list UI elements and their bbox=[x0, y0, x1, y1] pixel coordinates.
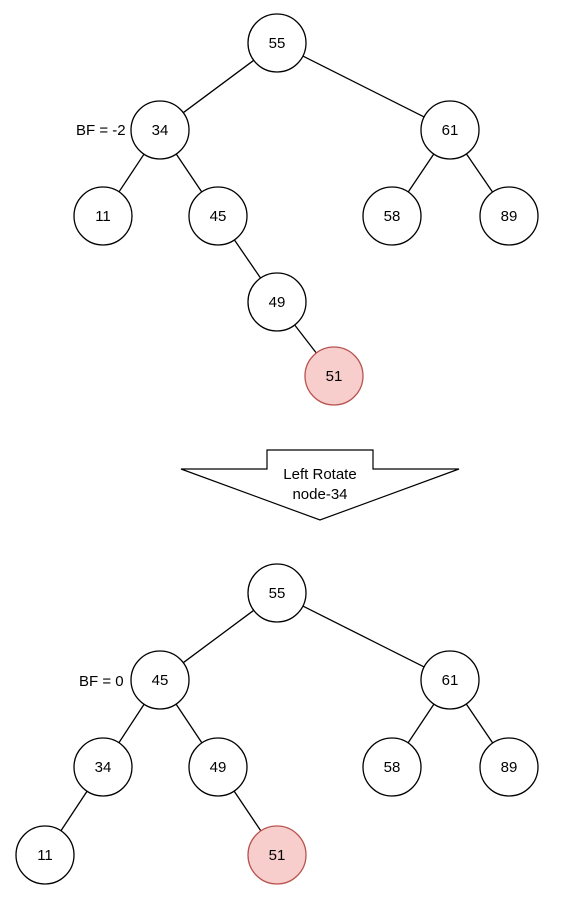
tree-before-rotation: 55 34 61 11 45 58 89 49 51 BF = -2 bbox=[73, 13, 539, 406]
node-circle bbox=[188, 737, 248, 797]
node-value: 61 bbox=[442, 672, 459, 689]
node-circle bbox=[73, 186, 133, 246]
edge-45-34 bbox=[118, 703, 145, 744]
tree-node-34: 34 bbox=[73, 737, 133, 797]
node-value: 49 bbox=[269, 294, 286, 311]
edge-55-61 bbox=[302, 55, 425, 118]
edge-55-34 bbox=[182, 59, 255, 114]
edge-34-11 bbox=[60, 790, 88, 832]
rotate-arrow-shape bbox=[180, 449, 460, 521]
balance-factor-label: BF = 0 bbox=[79, 673, 124, 690]
edge-55-61 bbox=[302, 605, 425, 668]
node-value: 34 bbox=[95, 759, 112, 776]
node-value: 61 bbox=[442, 122, 459, 139]
node-value: 34 bbox=[152, 122, 169, 139]
node-circle bbox=[304, 346, 364, 406]
tree-node-34: 34 bbox=[130, 100, 190, 160]
edge-55-45 bbox=[182, 609, 255, 664]
edge-49-51 bbox=[294, 324, 317, 354]
node-circle bbox=[479, 737, 539, 797]
tree-node-89: 89 bbox=[479, 186, 539, 246]
edge-61-89 bbox=[465, 703, 494, 744]
tree-node-45: 45 bbox=[130, 650, 190, 710]
edge-45-49 bbox=[175, 703, 203, 744]
node-circle bbox=[247, 13, 307, 73]
node-circle bbox=[420, 100, 480, 160]
edge-34-45 bbox=[175, 153, 203, 193]
node-circle bbox=[188, 186, 248, 246]
rotate-arrow-label-line1: Left Rotate bbox=[283, 466, 356, 483]
tree-node-51: 51 bbox=[247, 825, 307, 885]
tree-node-61: 61 bbox=[420, 100, 480, 160]
tree-edges bbox=[118, 55, 494, 354]
node-circle bbox=[247, 563, 307, 623]
tree-node-51: 51 bbox=[304, 346, 364, 406]
node-circle bbox=[362, 737, 422, 797]
node-circle bbox=[479, 186, 539, 246]
node-value: 11 bbox=[95, 208, 111, 225]
node-value: 58 bbox=[384, 208, 401, 225]
tree-node-11: 11 bbox=[73, 186, 133, 246]
node-value: 11 bbox=[37, 847, 53, 864]
node-value: 55 bbox=[269, 585, 286, 602]
edge-61-58 bbox=[407, 703, 435, 744]
tree-node-45: 45 bbox=[188, 186, 248, 246]
tree-node-58: 58 bbox=[362, 737, 422, 797]
node-circle bbox=[247, 825, 307, 885]
node-value: 58 bbox=[384, 759, 401, 776]
edge-45-49 bbox=[233, 239, 262, 279]
tree-node-49: 49 bbox=[247, 272, 307, 332]
tree-node-49: 49 bbox=[188, 737, 248, 797]
edge-49-51 bbox=[233, 790, 262, 832]
node-circle bbox=[420, 650, 480, 710]
node-value: 51 bbox=[269, 847, 286, 864]
tree-node-55: 55 bbox=[247, 563, 307, 623]
node-value: 45 bbox=[152, 672, 169, 689]
tree-node-55: 55 bbox=[247, 13, 307, 73]
node-circle bbox=[73, 737, 133, 797]
node-circle bbox=[130, 650, 190, 710]
node-circle bbox=[130, 100, 190, 160]
edge-61-89 bbox=[465, 153, 494, 193]
tree-node-58: 58 bbox=[362, 186, 422, 246]
node-value: 49 bbox=[210, 759, 227, 776]
node-circle bbox=[247, 272, 307, 332]
node-circle bbox=[15, 825, 75, 885]
tree-node-11: 11 bbox=[15, 825, 75, 885]
tree-edges bbox=[60, 605, 494, 832]
rotate-arrow: Left Rotate node-34 bbox=[180, 449, 460, 521]
rotate-arrow-label-line2: node-34 bbox=[292, 486, 347, 503]
edge-34-11 bbox=[118, 153, 145, 193]
balance-factor-label: BF = -2 bbox=[76, 122, 126, 139]
node-value: 89 bbox=[501, 208, 518, 225]
tree-after-rotation: 55 45 61 34 49 58 89 11 51 BF = 0 bbox=[15, 563, 539, 885]
node-circle bbox=[362, 186, 422, 246]
tree-node-89: 89 bbox=[479, 737, 539, 797]
node-value: 55 bbox=[269, 35, 286, 52]
node-value: 89 bbox=[501, 759, 518, 776]
node-value: 51 bbox=[326, 368, 343, 385]
node-value: 45 bbox=[210, 208, 227, 225]
tree-node-61: 61 bbox=[420, 650, 480, 710]
edge-61-58 bbox=[407, 153, 435, 193]
